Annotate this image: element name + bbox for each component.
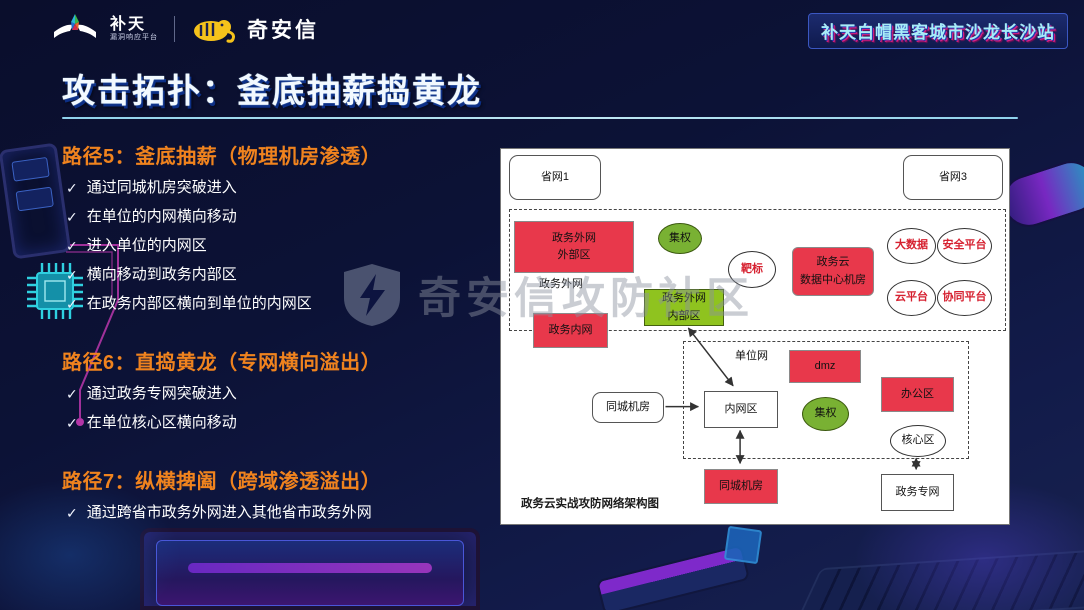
check-item: ✓ 通过跨省市政务外网进入其他省市政务外网 bbox=[62, 504, 487, 522]
node-label-line: 政务云 bbox=[816, 256, 850, 269]
node-intranet-zone: 内网区 bbox=[704, 391, 778, 428]
check-icon: ✓ bbox=[66, 180, 78, 196]
check-item: ✓ 在政务内部区横向到单位的内网区 bbox=[62, 295, 487, 313]
node-colocation-room-left: 同城机房 bbox=[592, 392, 664, 423]
path-7-heading: 路径7：纵横捭阖（跨域渗透溢出） bbox=[62, 471, 382, 493]
check-item: ✓ 通过政务专网突破进入 bbox=[62, 385, 487, 403]
header-bar: 补天 漏洞响应平台 奇安信 补天白帽黑客城市沙龙长沙站 bbox=[0, 0, 1084, 60]
node-gov-private-net: 政务专网 bbox=[881, 474, 954, 511]
background-decoration bbox=[140, 528, 480, 610]
path-section-7: 路径7：纵横捭阖（跨域渗透溢出） ✓ 通过跨省市政务外网进入其他省市政务外网 bbox=[62, 465, 487, 522]
check-item: ✓ 在单位核心区横向移动 bbox=[62, 414, 487, 432]
butian-subtitle: 漏洞响应平台 bbox=[110, 33, 158, 41]
gov-extranet-zone-label: 政务外网 bbox=[539, 278, 583, 290]
node-centralized-control-top: 集权 bbox=[658, 223, 702, 254]
node-dmz: dmz bbox=[789, 350, 861, 383]
butian-name: 补天 bbox=[110, 16, 147, 34]
node-core-zone: 核心区 bbox=[890, 425, 946, 457]
gov-extranet-dashed-boundary bbox=[509, 209, 1006, 331]
node-big-data-platform: 大数据 bbox=[887, 228, 936, 264]
check-item: ✓ 进入单位的内网区 bbox=[62, 237, 487, 255]
check-icon: ✓ bbox=[66, 267, 78, 283]
path-section-6: 路径6：直捣黄龙（专网横向溢出） ✓ 通过政务专网突破进入 ✓ 在单位核心区横向移动 bbox=[62, 346, 487, 432]
check-icon: ✓ bbox=[66, 209, 78, 225]
node-label-line: 数据中心机房 bbox=[800, 273, 866, 286]
node-label-line: 外部区 bbox=[557, 249, 591, 261]
unit-network-label: 单位网 bbox=[735, 350, 768, 362]
path-5-heading: 路径5：釜底抽薪（物理机房渗透） bbox=[62, 146, 382, 168]
check-icon: ✓ bbox=[66, 386, 78, 402]
node-gov-extranet-inner-zone: 政务外网 内部区 bbox=[644, 289, 724, 326]
check-item-text: 在单位的内网横向移动 bbox=[86, 208, 237, 225]
check-item: ✓ 通过同城机房突破进入 bbox=[62, 179, 487, 197]
butian-wordmark: 补天 漏洞响应平台 bbox=[110, 16, 158, 41]
butian-logo-icon bbox=[54, 14, 96, 38]
node-label-line: 政务外网 bbox=[662, 292, 706, 305]
node-office-zone: 办公区 bbox=[881, 377, 954, 412]
background-decoration bbox=[793, 547, 1084, 610]
node-colocation-room-bottom: 同城机房 bbox=[704, 469, 778, 504]
node-gov-extranet-outer-zone: 政务外网 外部区 bbox=[514, 221, 634, 273]
check-item-text: 通过跨省市政务外网进入其他省市政务外网 bbox=[86, 504, 372, 521]
node-label-line: 政务外网 bbox=[552, 231, 596, 244]
check-item-text: 在政务内部区横向到单位的内网区 bbox=[86, 295, 312, 312]
background-decoration bbox=[595, 544, 751, 610]
check-icon: ✓ bbox=[66, 415, 78, 431]
check-icon: ✓ bbox=[66, 238, 78, 254]
brand-divider bbox=[174, 16, 175, 42]
check-item: ✓ 在单位的内网横向移动 bbox=[62, 208, 487, 226]
check-item: ✓ 横向移动到政务内部区 bbox=[62, 266, 487, 284]
node-gov-intranet: 政务内网 bbox=[533, 313, 608, 348]
node-gov-cloud-datacenter: 政务云 数据中心机房 bbox=[792, 247, 874, 296]
paths-column: 路径5：釜底抽薪（物理机房渗透） ✓ 通过同城机房突破进入 ✓ 在单位的内网横向移动… bbox=[62, 140, 487, 533]
check-item-text: 通过政务专网突破进入 bbox=[86, 385, 237, 402]
diagram-panel: 省网1 省网3 政务外网 外部区 集权 靶标 政务云 数据中心机房 大数据 安全… bbox=[500, 148, 1010, 525]
event-badge: 补天白帽黑客城市沙龙长沙站 bbox=[808, 13, 1068, 49]
node-collaboration-platform: 协同平台 bbox=[937, 280, 992, 316]
qianxin-wordmark: 奇安信 bbox=[247, 19, 319, 42]
node-cloud-platform: 云平台 bbox=[887, 280, 936, 316]
check-item-text: 横向移动到政务内部区 bbox=[86, 266, 237, 283]
node-security-platform: 安全平台 bbox=[937, 228, 992, 264]
node-provincial-net-1: 省网1 bbox=[509, 155, 601, 200]
path-section-5: 路径5：釜底抽薪（物理机房渗透） ✓ 通过同城机房突破进入 ✓ 在单位的内网横向移动… bbox=[62, 140, 487, 313]
unit-network-dashed-boundary bbox=[683, 341, 969, 459]
node-target: 靶标 bbox=[728, 251, 776, 288]
check-item-text: 在单位核心区横向移动 bbox=[86, 414, 237, 431]
node-provincial-net-3: 省网3 bbox=[903, 155, 1003, 200]
brand-logos: 补天 漏洞响应平台 奇安信 bbox=[52, 12, 319, 46]
tiger-mascot-logo bbox=[194, 20, 235, 43]
title-divider bbox=[62, 117, 1018, 119]
check-item-text: 通过同城机房突破进入 bbox=[86, 179, 237, 196]
check-icon: ✓ bbox=[66, 296, 78, 312]
node-label-line: 内部区 bbox=[667, 309, 701, 322]
check-icon: ✓ bbox=[66, 505, 78, 521]
background-decoration bbox=[0, 142, 72, 260]
background-decoration bbox=[723, 525, 763, 565]
page-title: 攻击拓扑：釜底抽薪捣黄龙 bbox=[62, 72, 482, 109]
check-item-text: 进入单位的内网区 bbox=[86, 237, 207, 254]
node-centralized-control-bottom: 集权 bbox=[802, 397, 849, 431]
diagram-caption: 政务云实战攻防网络架构图 bbox=[521, 498, 659, 510]
path-6-heading: 路径6：直捣黄龙（专网横向溢出） bbox=[62, 352, 382, 374]
